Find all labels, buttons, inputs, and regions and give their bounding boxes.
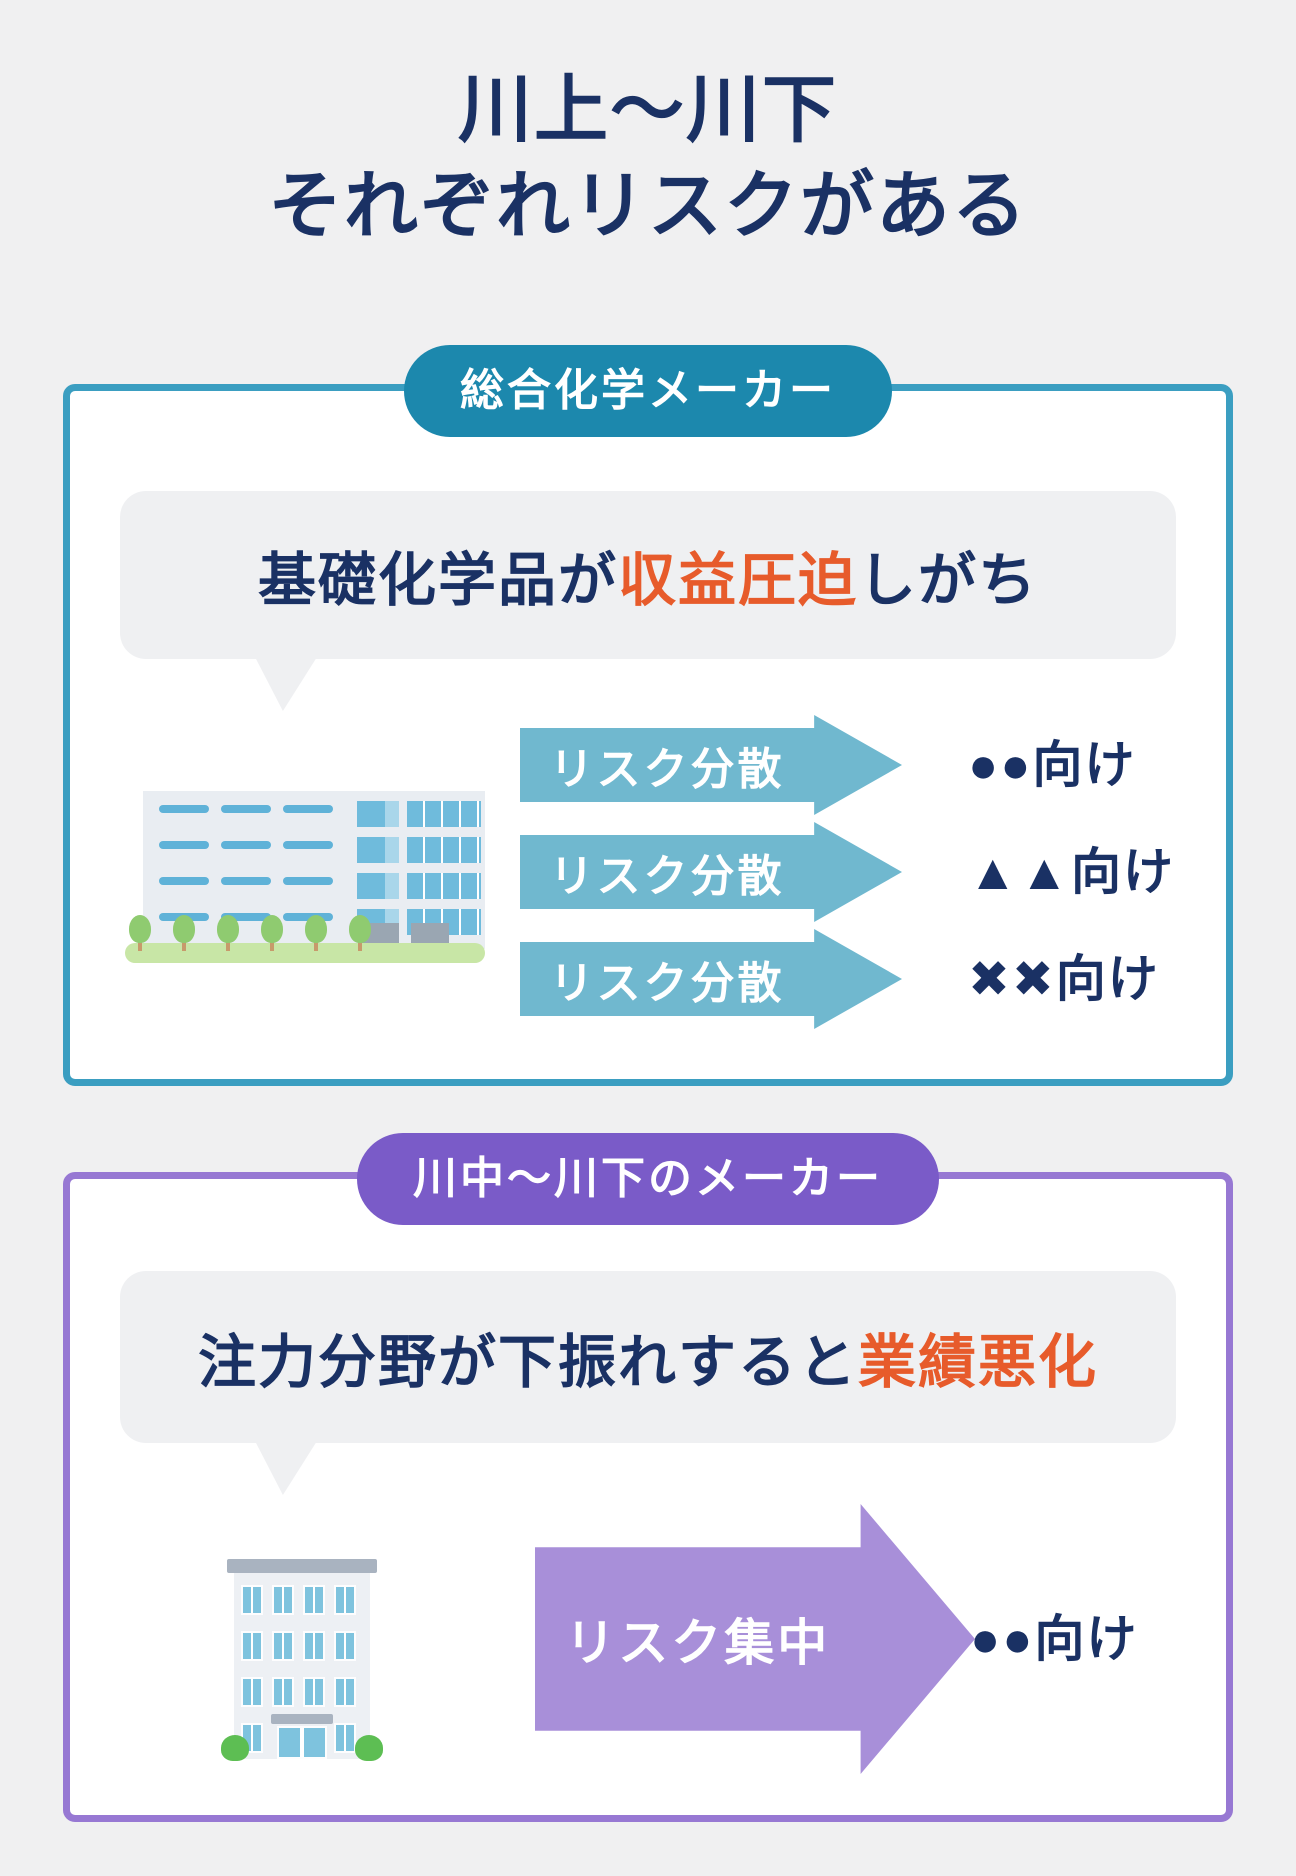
speech-bubble: 注力分野が下振れすると業績悪化	[120, 1271, 1176, 1495]
window	[241, 1631, 263, 1661]
arrow-target-label-cross: ✖✖向け	[968, 951, 1160, 1007]
arrow-target-label-triangle: ▲▲向け	[968, 844, 1175, 900]
bubble-text: 注力分野が下振れすると業績悪化	[198, 1315, 1098, 1399]
awning	[271, 1714, 333, 1724]
tree-trunk	[270, 937, 274, 951]
arrow-label: リスク分散	[549, 959, 785, 1008]
window-strip	[407, 801, 481, 827]
risk-row-3: リスク分散 ✖✖向け	[70, 927, 1226, 1032]
window	[241, 1677, 263, 1707]
title-line-2: それぞれリスクがある	[268, 164, 1028, 247]
window-bar	[159, 805, 209, 813]
office-building-illustration	[125, 791, 485, 966]
window	[303, 1585, 325, 1615]
window	[272, 1585, 294, 1615]
panel-title-badge: 総合化学メーカー	[404, 345, 892, 437]
window	[334, 1723, 356, 1753]
window-strip	[407, 837, 481, 863]
window-bar	[159, 877, 209, 885]
bubble-text-pre: 注力分野が下振れすると	[197, 1330, 858, 1395]
grass-strip	[125, 943, 485, 963]
window	[334, 1631, 356, 1661]
window-bar	[283, 877, 333, 885]
window	[272, 1677, 294, 1707]
risk-diversification-arrow-icon: リスク分散	[520, 822, 902, 922]
panel-title-badge: 川中〜川下のメーカー	[357, 1133, 939, 1225]
tree-icon	[261, 915, 283, 943]
tree-icon	[129, 915, 151, 943]
window-bar	[283, 913, 333, 921]
window-bar	[221, 841, 271, 849]
window-bar	[221, 913, 271, 921]
window-bar	[221, 805, 271, 813]
tree-trunk	[314, 937, 318, 951]
speech-bubble: 基礎化学品が収益圧迫しがち	[120, 491, 1176, 711]
tree-trunk	[182, 937, 186, 951]
bubble-text-highlight: 収益圧迫	[617, 548, 858, 613]
window-bar	[283, 805, 333, 813]
window	[272, 1631, 294, 1661]
arrow-label: リスク分散	[549, 745, 785, 794]
window-bar	[221, 877, 271, 885]
arrow-target-label-circle: ●●向け	[968, 737, 1137, 793]
entrance-door	[277, 1726, 327, 1759]
arrow-label: リスク集中	[565, 1615, 831, 1671]
midstream-downstream-maker-panel: 川中〜川下のメーカー 注力分野が下振れすると業績悪化 リスク集中 ●●向け	[63, 1133, 1233, 1822]
risk-concentration-arrow-icon: リスク集中	[535, 1504, 975, 1774]
window	[241, 1585, 263, 1615]
risk-diversification-arrow-icon: リスク分散	[520, 715, 902, 815]
window	[334, 1585, 356, 1615]
bubble-text-pre: 基礎化学品が	[257, 548, 618, 613]
tree-icon	[349, 915, 371, 943]
window	[303, 1631, 325, 1661]
tree-icon	[305, 915, 327, 943]
general-chemical-maker-panel: 総合化学メーカー 基礎化学品が収益圧迫しがち リスク分散 ●●向け リスク分散 …	[63, 345, 1233, 1086]
bubble-tail-icon	[255, 657, 317, 711]
risk-row-1: リスク分散 ●●向け	[70, 713, 1226, 818]
page-title: 川上〜川下 それぞれリスクがある	[0, 62, 1296, 254]
tree-trunk	[226, 937, 230, 951]
window-block	[357, 801, 399, 827]
bubble-text-highlight: 業績悪化	[858, 1330, 1099, 1395]
company-building-illustration	[221, 1559, 383, 1764]
bubble-text-post: しがち	[858, 548, 1039, 613]
window-block	[357, 873, 399, 899]
tree-trunk	[138, 937, 142, 951]
window-bar	[159, 841, 209, 849]
risk-row-2: リスク分散 ▲▲向け	[70, 820, 1226, 925]
window-block	[357, 837, 399, 863]
bubble-tail-icon	[255, 1441, 317, 1495]
window-bar	[283, 841, 333, 849]
bubble-text: 基礎化学品が収益圧迫しがち	[258, 533, 1038, 617]
tree-trunk	[358, 937, 362, 951]
window	[334, 1677, 356, 1707]
risk-diversification-arrow-icon: リスク分散	[520, 929, 902, 1029]
tree-icon	[173, 915, 195, 943]
arrow-label: リスク分散	[549, 852, 785, 901]
title-line-1: 川上〜川下	[458, 68, 838, 151]
bush-icon	[355, 1735, 383, 1761]
tree-icon	[217, 915, 239, 943]
window	[303, 1677, 325, 1707]
arrow-target-label-circle: ●●向け	[970, 1611, 1139, 1667]
window-strip	[407, 873, 481, 899]
roof	[227, 1559, 377, 1573]
bush-icon	[221, 1735, 249, 1761]
